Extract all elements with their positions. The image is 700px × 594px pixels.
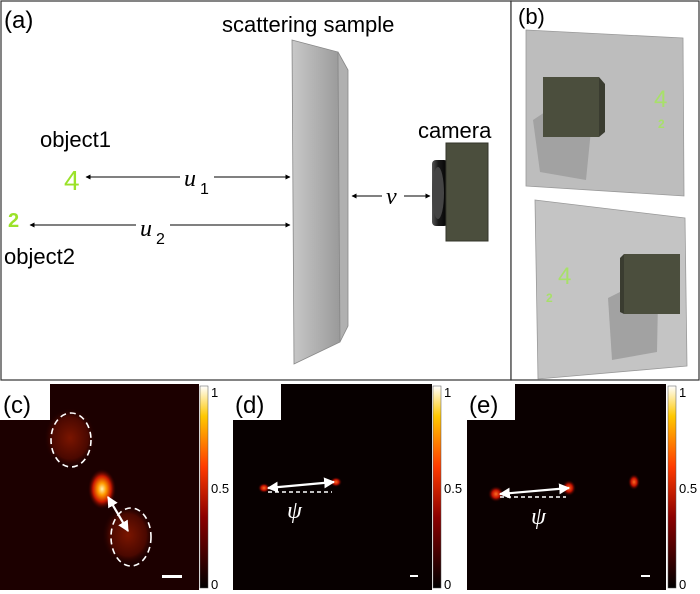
distance-u1-label: u — [184, 166, 196, 192]
colorbar-c-mid: 0.5 — [211, 481, 229, 496]
dashed-circle-lower — [110, 507, 152, 567]
panel-e: ψ (e) 1 0.5 0 — [467, 384, 697, 592]
scale-bar — [162, 575, 182, 578]
halo-upper — [44, 408, 96, 468]
panel-a: (a) scattering sample camera object1 4 2… — [0, 0, 512, 381]
colorbar-d-mid: 0.5 — [444, 481, 462, 496]
object1-glyph: 4 — [64, 165, 80, 196]
camera-label: camera — [418, 118, 492, 143]
top-glyph-2: 2 — [658, 117, 665, 131]
top-glyph-4: 4 — [654, 86, 667, 113]
object2-glyph: 2 — [8, 210, 19, 232]
panel-c: (c) 1 0.5 0 — [0, 384, 229, 592]
scattering-sample — [291, 39, 349, 365]
panel-d-label: (d) — [235, 392, 264, 419]
panel-a-label: (a) — [4, 7, 33, 34]
colorbar-e — [667, 385, 677, 589]
panel-e-label: (e) — [469, 392, 498, 419]
panel-b-label: (b) — [518, 4, 545, 29]
angle-symbol-d: ψ — [287, 498, 303, 524]
view-bottom: 4 2 — [534, 199, 688, 380]
view-top: 4 2 — [525, 29, 685, 197]
sample-label: scattering sample — [222, 12, 394, 37]
distance-u2-label: u — [140, 216, 152, 242]
angle-arrow-e — [498, 483, 571, 499]
scale-bar-d — [410, 575, 418, 577]
bottom-glyph-2: 2 — [546, 291, 553, 305]
object1-label: object1 — [40, 127, 111, 152]
colorbar-e-min: 0 — [679, 577, 686, 592]
colorbar-c — [199, 385, 209, 589]
colorbar-c-min: 0 — [211, 577, 218, 592]
distance-u1-sub: 1 — [200, 181, 209, 198]
bottom-glyph-4: 4 — [558, 263, 571, 290]
scale-bar-e — [641, 575, 650, 577]
colorbar-d — [432, 385, 442, 589]
panel-b: (b) 4 2 4 2 — [510, 0, 700, 381]
camera — [432, 142, 489, 242]
distance-u2-sub: 2 — [156, 231, 165, 248]
spot-right-e — [628, 474, 640, 490]
colorbar-c-max: 1 — [211, 385, 218, 400]
colorbar-d-max: 1 — [444, 385, 451, 400]
distance-v-label: v — [386, 184, 397, 210]
halo-lower — [102, 505, 154, 565]
dashed-circle-upper — [50, 412, 92, 468]
colorbar-e-mid: 0.5 — [679, 481, 697, 496]
colorbar-e-max: 1 — [679, 385, 686, 400]
panel-c-label: (c) — [3, 392, 31, 419]
colorbar-d-min: 0 — [444, 577, 451, 592]
object2-label: object2 — [4, 244, 75, 269]
angle-symbol-e: ψ — [531, 504, 547, 530]
shift-arrow — [107, 496, 129, 532]
angle-arrow-d — [266, 477, 336, 493]
panel-d: ψ (d) 1 0.5 0 — [233, 384, 462, 592]
